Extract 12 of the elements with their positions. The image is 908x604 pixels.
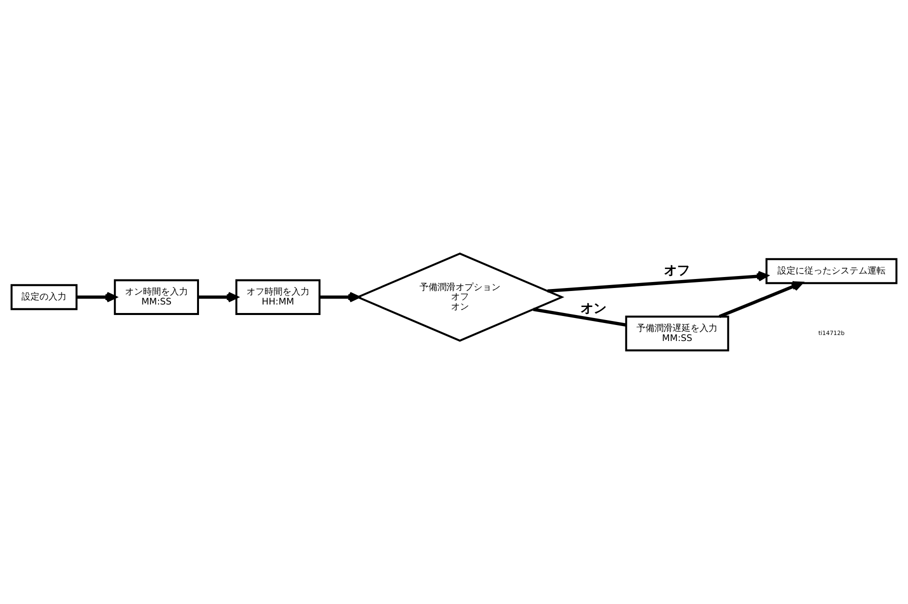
arrow: [198, 292, 238, 302]
arrow: [718, 281, 804, 318]
node-box: 設定に従ったシステム運転: [766, 258, 898, 284]
node-box: オン時間を入力 MM:SS: [114, 279, 199, 315]
edge-label: オン: [580, 302, 607, 317]
arrow: [547, 270, 768, 293]
node-box: 予備潤滑遅延を入力 MM:SS: [625, 316, 730, 352]
node-box: 設定の入力: [10, 284, 78, 310]
arrow: [76, 292, 117, 302]
edge-label: オフ: [664, 263, 690, 278]
connector: [533, 308, 626, 327]
node-box: オフ時間を入力 HH:MM: [235, 279, 320, 315]
